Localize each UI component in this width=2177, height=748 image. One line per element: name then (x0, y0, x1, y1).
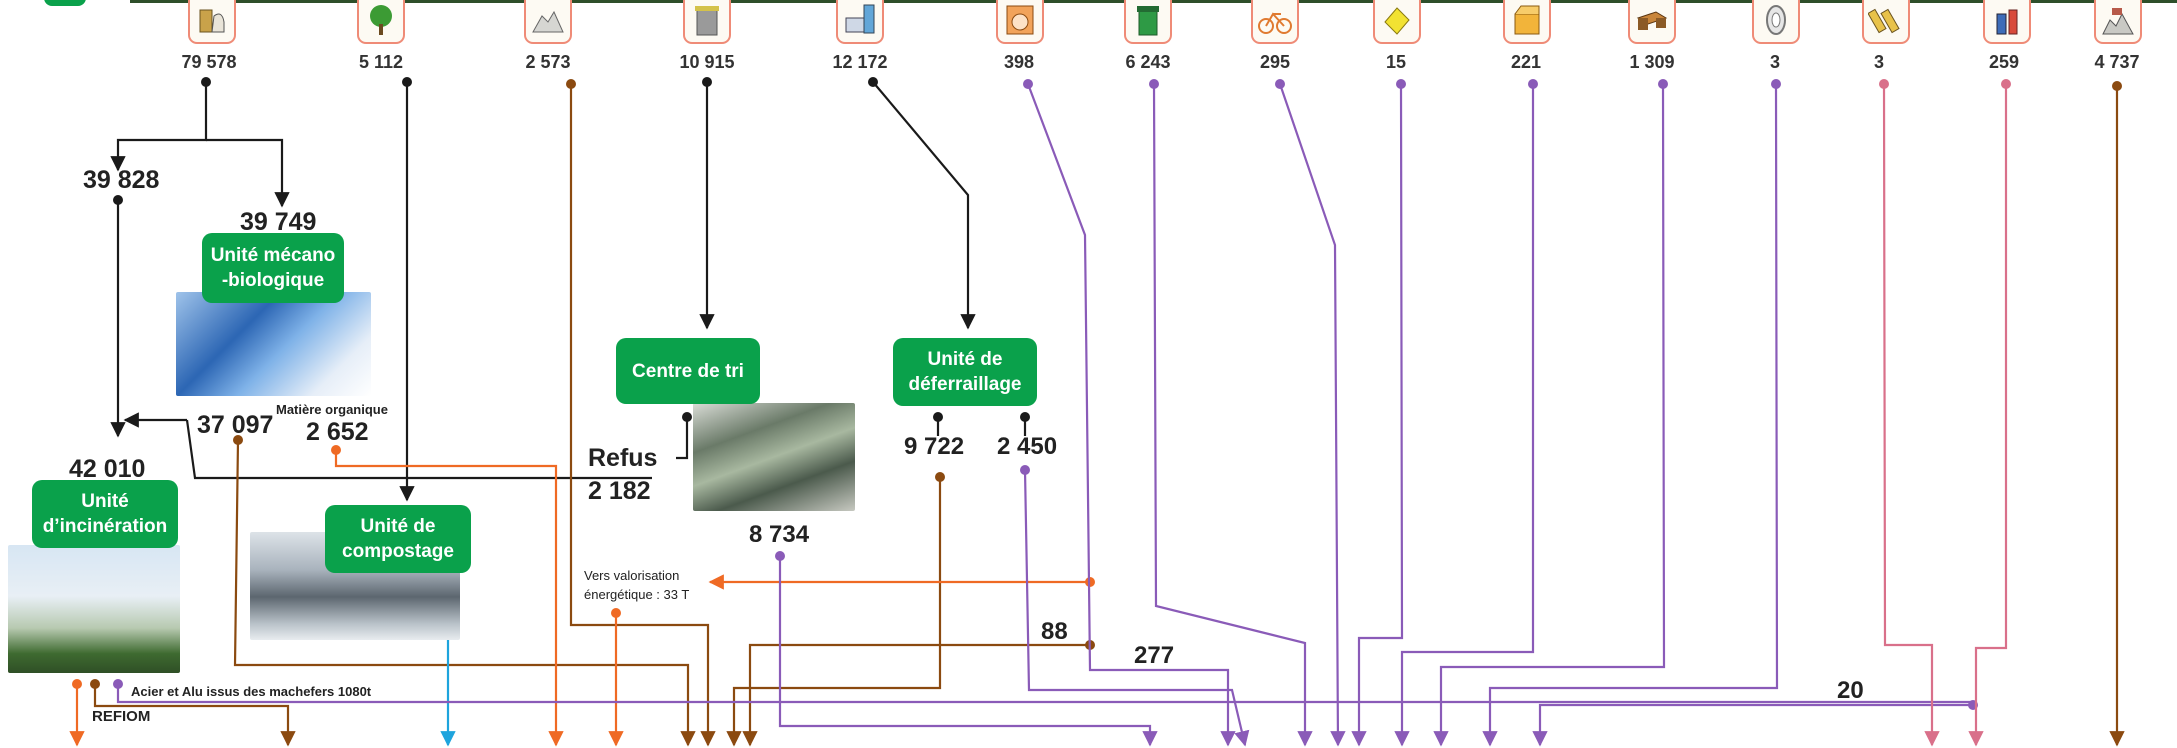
value-organic: 2 652 (306, 418, 369, 446)
organic-label: Matière organique (276, 402, 388, 417)
category-value: 4 737 (2094, 52, 2140, 72)
incineration-photo (8, 545, 180, 673)
category-value: 221 (1510, 52, 1542, 72)
value-deferraillage-b: 2 450 (997, 433, 1058, 460)
value-20: 20 (1837, 677, 1864, 704)
value-mecano-out: 37 097 (197, 411, 274, 439)
wood-pallet-icon (1628, 0, 1676, 44)
category-value: 295 (1259, 52, 1291, 72)
category-value: 15 (1385, 52, 1407, 72)
spray-can-icon (1983, 0, 2031, 44)
value-deferraillage-a: 9 722 (904, 433, 965, 460)
category-value: 1 309 (1629, 52, 1675, 72)
chemical-can-icon (1373, 0, 1421, 44)
furniture-icon (836, 0, 884, 44)
logo (44, 0, 86, 6)
tree-icon (357, 0, 405, 44)
energy-note: Vers valorisation énergétique : 33 T (584, 568, 690, 602)
unit-deferraillage: Unité de déferraillage (893, 338, 1037, 406)
value-split-incineration: 39 828 (83, 166, 160, 194)
category-value: 2 573 (525, 52, 571, 72)
value-tri-out: 8 734 (749, 521, 810, 548)
debris-icon (2094, 0, 2142, 44)
category-value: 6 243 (1125, 52, 1171, 72)
value-incineration-total: 42 010 (69, 455, 146, 483)
unit-mecano-biologique: Unité mécano -biologique (202, 233, 344, 303)
unit-compostage: Unité de compostage (325, 505, 471, 573)
value-refus: 2 182 (588, 477, 651, 505)
unit-centre-de-tri: Centre de tri (616, 338, 760, 404)
cardboard-box-icon (1503, 0, 1551, 44)
value-277: 277 (1134, 642, 1175, 669)
unit-incineration: Unité d’incinération (32, 480, 178, 548)
washing-machine-icon (996, 0, 1044, 44)
category-value: 12 172 (832, 52, 888, 72)
category-value: 5 112 (358, 52, 404, 72)
green-bin-icon (1124, 0, 1172, 44)
category-value: 3 (1769, 52, 1780, 72)
batteries-icon (1862, 0, 1910, 44)
mecano-photo (176, 292, 371, 396)
refiom-label: REFIOM (92, 708, 151, 725)
trash-bag-icon (188, 0, 236, 44)
refus-label: Refus (588, 444, 658, 472)
rubble-icon (524, 0, 572, 44)
grey-bin-icon (683, 0, 731, 44)
value-88: 88 (1041, 618, 1068, 645)
acier-alu-note: Acier et Alu issus des machefers 1080t (131, 684, 372, 699)
tire-icon (1752, 0, 1800, 44)
tri-photo (693, 403, 855, 511)
value-split-mecano: 39 749 (240, 208, 317, 236)
category-value: 79 578 (181, 52, 237, 72)
category-value: 10 915 (679, 52, 735, 72)
category-value: 398 (1003, 52, 1035, 72)
category-value: 259 (1988, 52, 2020, 72)
category-value: 3 (1873, 52, 1884, 72)
bicycle-icon (1251, 0, 1299, 44)
